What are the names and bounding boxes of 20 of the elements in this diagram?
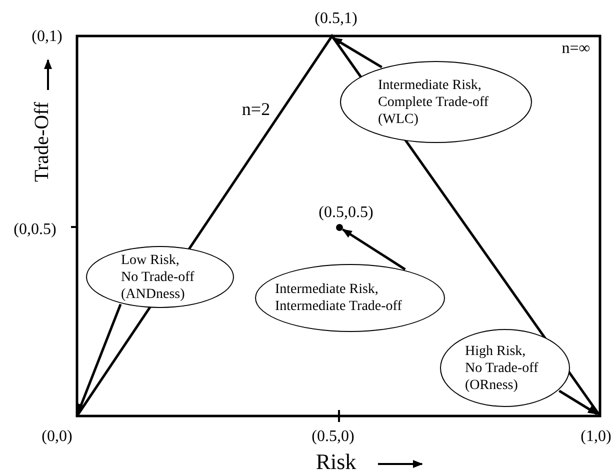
ellipse-text: Intermediate Risk, Intermediate Trade-off [275,281,403,315]
leader-arrow [342,228,406,270]
leader-arrow [76,304,122,414]
ellipse-text: Low Risk, No Trade-off (ANDness) [121,252,196,302]
point-label: (0.5,0.5) [318,204,374,222]
ellipse-text: Intermediate Risk, Complete Trade-off (WLC) [378,76,490,128]
leader-arrow [558,390,598,416]
ellipse-text: High Risk, No Trade-off (ORness) [465,342,540,394]
curve-label: n=2 [242,100,270,120]
axis-label: Trade-Off [31,102,53,182]
point-label: (0,0) [42,428,72,446]
point-label: (0.5,1) [314,10,358,28]
point-label: (0,0.5) [14,221,56,239]
axis-label: Risk [316,450,356,473]
point-label: (1,0) [580,428,612,446]
point-label: (0.5,0) [312,428,354,446]
leader-arrow [332,36,382,68]
point-label: (0,1) [32,28,62,46]
point-dot [336,224,342,230]
curve-label: n=∞ [562,40,590,58]
